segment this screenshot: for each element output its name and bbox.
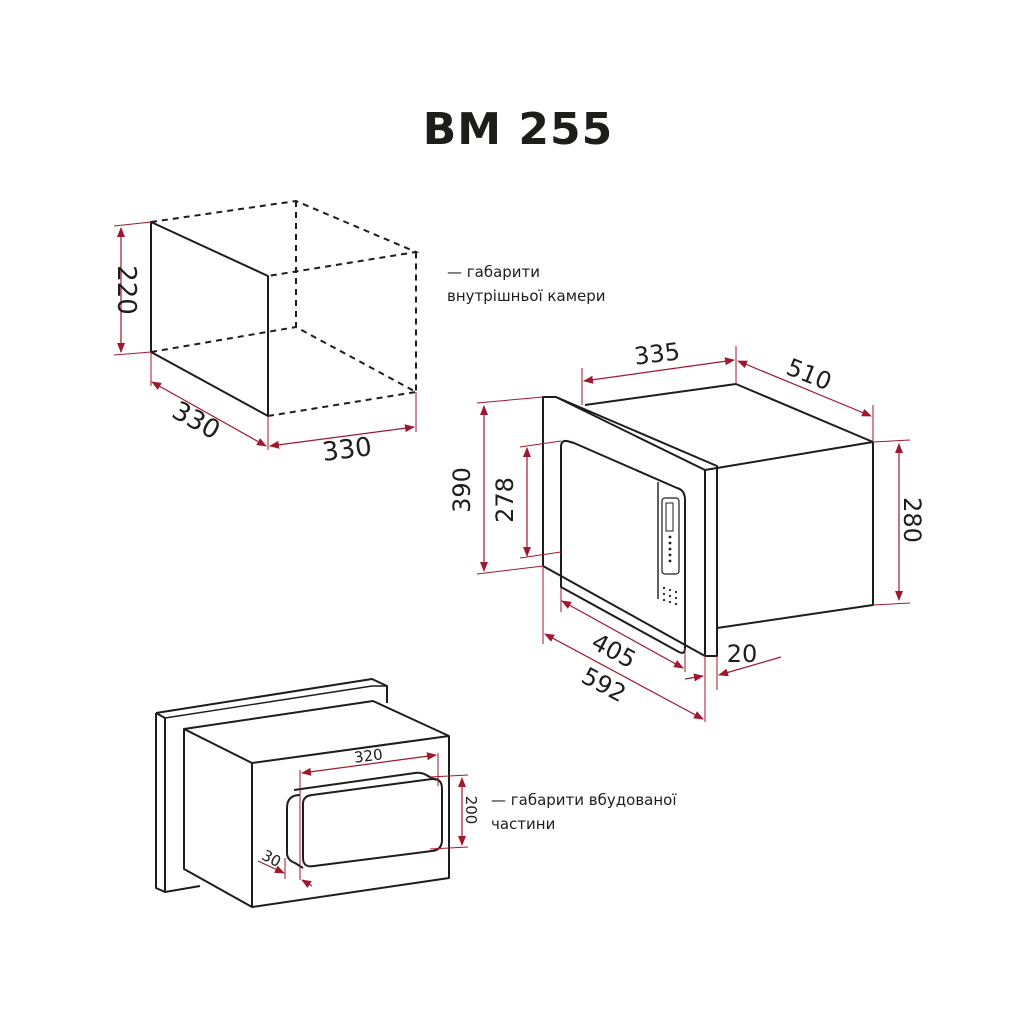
dim-frame-thickness: 20 — [727, 640, 758, 668]
built-in-note-line2: частини — [491, 815, 556, 833]
dim-inner-height: 220 — [111, 265, 141, 315]
built-in-drawing: 320 200 30 — [155, 678, 480, 908]
dim-body-height: 280 — [898, 497, 926, 543]
inner-chamber-note-line1: — габарити — [447, 263, 541, 281]
inner-chamber-note: — габарити внутрішньої камери — [447, 260, 606, 308]
dim-depth: 510 — [783, 353, 836, 396]
inner-chamber-drawing: 220 330 330 — [111, 199, 420, 468]
built-in-note-line1: — габарити вбудованої — [491, 791, 677, 809]
dim-inner-depth: 330 — [167, 396, 225, 446]
dim-top-width: 335 — [633, 337, 682, 370]
dim-inner-width: 330 — [321, 432, 374, 468]
built-in-note: — габарити вбудованої частини — [491, 788, 677, 836]
dim-cutout-height: 200 — [462, 796, 480, 825]
inner-chamber-note-line2: внутрішньої камери — [447, 287, 606, 305]
dim-cutout-offset: 30 — [259, 846, 284, 871]
dim-door-height: 278 — [491, 477, 519, 523]
dim-frame-height: 390 — [448, 467, 476, 513]
model-title: BM 255 — [422, 104, 614, 155]
dim-cutout-width: 320 — [353, 745, 384, 766]
appliance-drawing: 335 510 390 278 280 405 592 20 — [448, 337, 926, 722]
